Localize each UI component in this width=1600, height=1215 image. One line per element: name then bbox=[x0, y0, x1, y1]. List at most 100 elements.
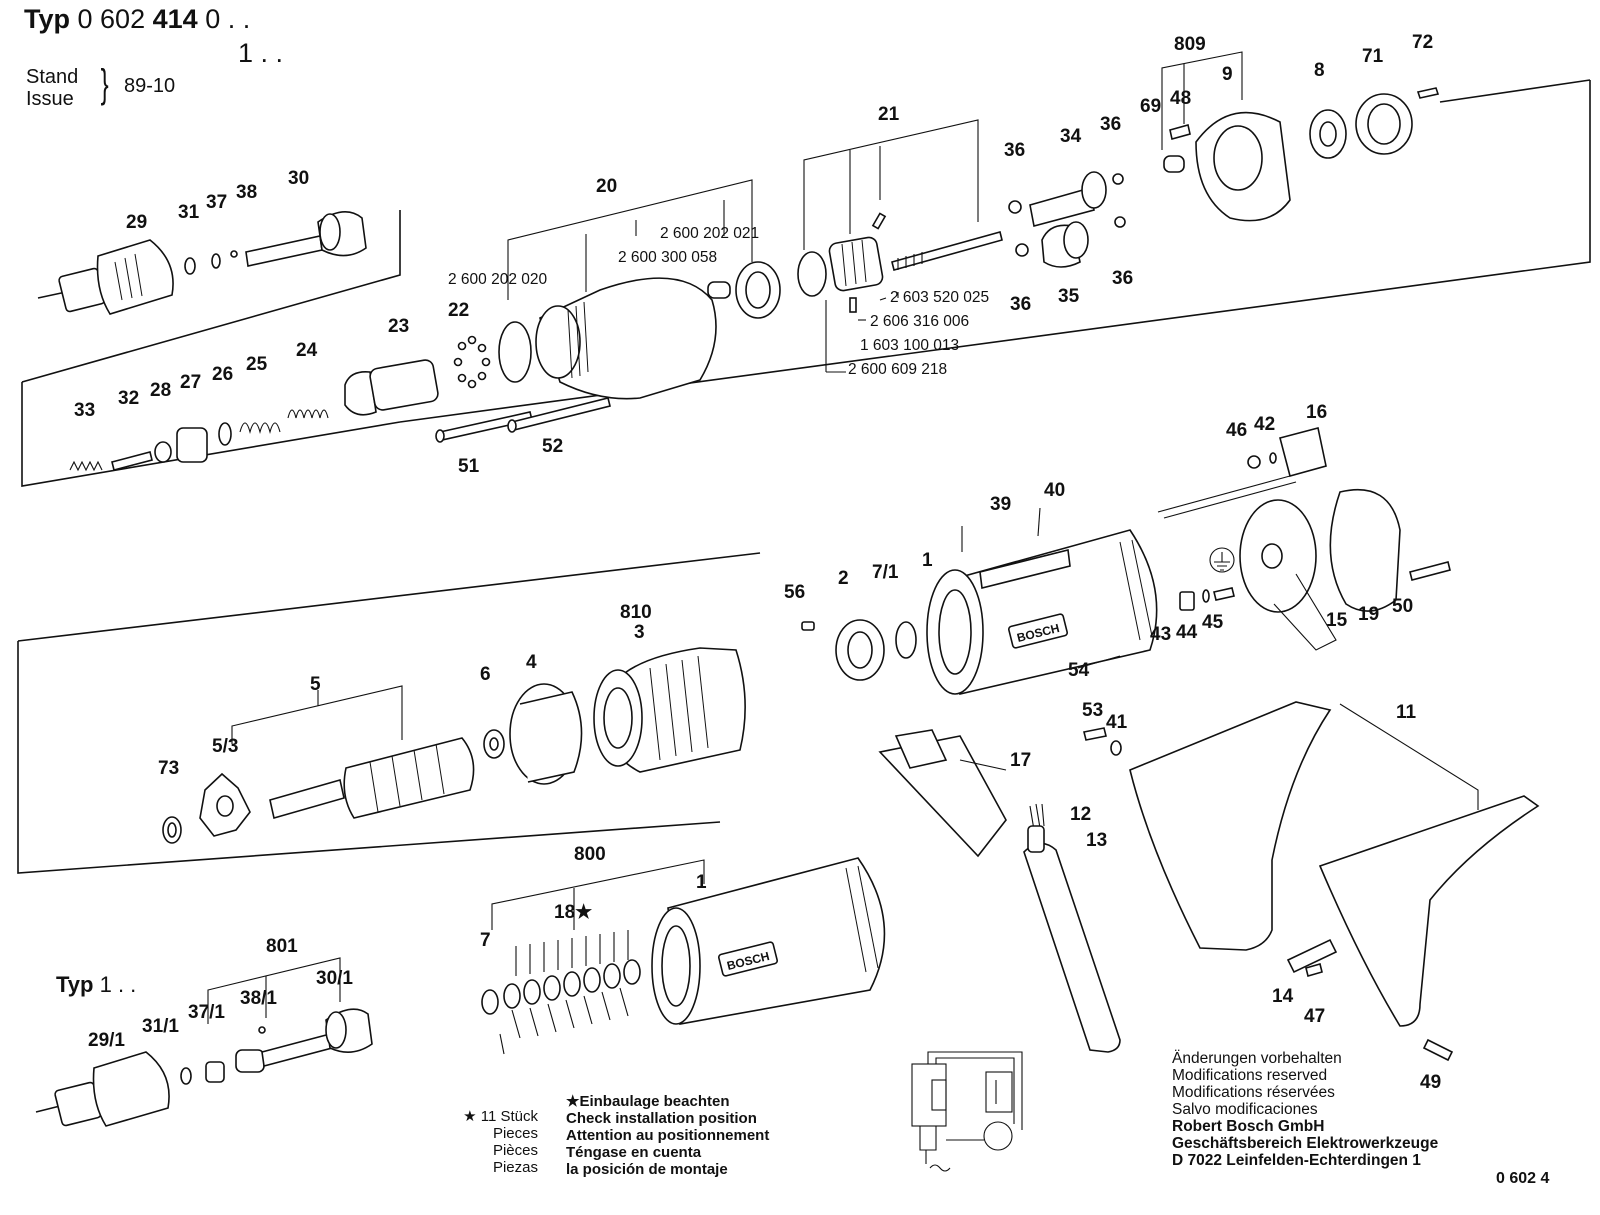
variant-prefix: Typ bbox=[56, 972, 94, 997]
switch-17 bbox=[878, 729, 1007, 858]
callout-2: 2 bbox=[838, 568, 849, 589]
callout-18: 18★ bbox=[554, 902, 592, 923]
callout-71: 71 bbox=[1362, 46, 1384, 67]
gears-34-35 bbox=[1008, 171, 1126, 268]
legend-count-de: ★ 11 Stück bbox=[463, 1108, 538, 1125]
callout-19: 19 bbox=[1358, 604, 1379, 625]
company-division: Geschäftsbereich Elektrowerkzeuge bbox=[1172, 1135, 1439, 1152]
spring-33 bbox=[69, 460, 103, 472]
variant-value: 1 . . bbox=[99, 972, 137, 997]
note-line-es: Salvo modificaciones bbox=[1172, 1101, 1318, 1118]
note-line-fr: Modifications réservées bbox=[1172, 1084, 1335, 1101]
motor-shaft-23 bbox=[344, 359, 439, 416]
callout-29: 29 bbox=[126, 212, 147, 233]
legend-note-fr: Attention au positionnement bbox=[566, 1127, 770, 1144]
armature-5 bbox=[162, 737, 475, 844]
callout-30-1: 30/1 bbox=[316, 968, 353, 989]
callout-43: 43 bbox=[1150, 624, 1171, 645]
callout-53: 53 bbox=[1082, 700, 1103, 721]
washers-2-71 bbox=[801, 619, 917, 681]
callout-36-c: 36 bbox=[1010, 294, 1031, 315]
callout-44: 44 bbox=[1176, 622, 1198, 643]
legend-count-en: Pieces bbox=[492, 1125, 538, 1142]
callout-38-1: 38/1 bbox=[240, 988, 277, 1009]
callout-6: 6 bbox=[480, 664, 491, 685]
callout-54: 54 bbox=[1068, 660, 1090, 681]
handle-11 bbox=[1083, 701, 1540, 1062]
callout-40: 40 bbox=[1044, 480, 1065, 501]
callout-34: 34 bbox=[1060, 126, 1082, 147]
bearing-plate-9 bbox=[1163, 87, 1440, 222]
legend-note-es-2: la posición de montaje bbox=[566, 1161, 728, 1178]
motor-housing-1 bbox=[926, 529, 1158, 695]
callout-12: 12 bbox=[1070, 804, 1091, 825]
chuck-29-1 bbox=[35, 1008, 373, 1127]
lower-brackets bbox=[207, 859, 705, 1024]
callout-31: 31 bbox=[178, 202, 200, 223]
callout-11: 11 bbox=[1396, 702, 1417, 723]
callout-52: 52 bbox=[542, 436, 563, 457]
type-designation: Typ 0 602 414 0 . . bbox=[24, 4, 250, 35]
callout-39: 39 bbox=[990, 494, 1011, 515]
gear-housing-20 bbox=[498, 261, 781, 400]
callout-49: 49 bbox=[1420, 1072, 1441, 1093]
typ-number-b: 414 bbox=[152, 4, 198, 34]
legend-note-es-1: Téngase en cuenta bbox=[566, 1144, 702, 1161]
part-number-2600202020: 2 600 202 020 bbox=[448, 271, 548, 288]
callout-1-b: 1 bbox=[696, 872, 707, 893]
springs-25-24 bbox=[239, 409, 329, 435]
callout-3: 3 bbox=[634, 622, 645, 643]
callout-5-3: 5/3 bbox=[212, 736, 238, 757]
callout-1-a: 1 bbox=[922, 550, 933, 571]
callout-36-d: 36 bbox=[1112, 268, 1133, 289]
typ-prefix: Typ bbox=[24, 4, 70, 34]
callout-8: 8 bbox=[1314, 60, 1325, 81]
stand-issue-label: Stand Issue bbox=[26, 66, 78, 110]
callout-7: 7 bbox=[480, 930, 491, 951]
callout-17: 17 bbox=[1010, 750, 1031, 771]
callout-24: 24 bbox=[296, 340, 318, 361]
callout-labels: 809 9 8 71 72 69 48 21 36 34 36 36 35 36… bbox=[74, 32, 1441, 1093]
legend-count-es: Piezas bbox=[492, 1159, 538, 1176]
part-number-1603100013: 1 603 100 013 bbox=[860, 337, 959, 354]
callout-36-b: 36 bbox=[1100, 114, 1121, 135]
brushes-18 bbox=[481, 930, 641, 1055]
issue-date: 89-10 bbox=[124, 75, 176, 97]
document-number: 0 602 4 bbox=[1496, 1170, 1550, 1187]
callout-14: 14 bbox=[1272, 986, 1294, 1007]
callout-809: 809 bbox=[1174, 34, 1206, 55]
callout-41: 41 bbox=[1106, 712, 1128, 733]
middle-brackets bbox=[231, 507, 1121, 744]
callout-69: 69 bbox=[1140, 96, 1161, 117]
callout-50: 50 bbox=[1392, 596, 1413, 617]
typ-number-c: 0 . . bbox=[205, 4, 251, 34]
legend-count: ★ 11 Stück Pieces Pièces Piezas bbox=[448, 1108, 538, 1176]
callout-42: 42 bbox=[1254, 414, 1275, 435]
part-number-2600609218: 2 600 609 218 bbox=[848, 361, 947, 378]
ground-parts-43-44-45 bbox=[1179, 547, 1235, 611]
callout-30: 30 bbox=[288, 168, 309, 189]
legend-note-de: ★Einbaulage beachten bbox=[566, 1093, 730, 1110]
callout-810: 810 bbox=[620, 602, 652, 623]
legend-count-fr: Pièces bbox=[492, 1142, 538, 1159]
brace: } bbox=[100, 62, 109, 106]
callout-28: 28 bbox=[150, 380, 171, 401]
spindle-30 bbox=[245, 211, 367, 267]
pin-32 bbox=[111, 451, 153, 471]
part-number-2606316006: 2 606 316 006 bbox=[870, 313, 969, 330]
callout-56: 56 bbox=[784, 582, 805, 603]
screws-51-52 bbox=[435, 397, 611, 443]
callout-33: 33 bbox=[74, 400, 95, 421]
callout-26: 26 bbox=[212, 364, 233, 385]
typ-number-a: 0 602 bbox=[77, 4, 146, 34]
callout-73: 73 bbox=[158, 758, 179, 779]
part-number-2600300058: 2 600 300 058 bbox=[618, 249, 717, 266]
upper-brackets bbox=[507, 51, 1243, 373]
callout-32: 32 bbox=[118, 388, 139, 409]
callout-5: 5 bbox=[310, 674, 321, 695]
note-line-de: Änderungen vorbehalten bbox=[1172, 1050, 1342, 1067]
cable-12-13 bbox=[1023, 803, 1121, 1053]
housing-800 bbox=[651, 857, 886, 1025]
company-address: D 7022 Leinfelden-Echterdingen 1 bbox=[1172, 1152, 1421, 1169]
callout-13: 13 bbox=[1086, 830, 1107, 851]
